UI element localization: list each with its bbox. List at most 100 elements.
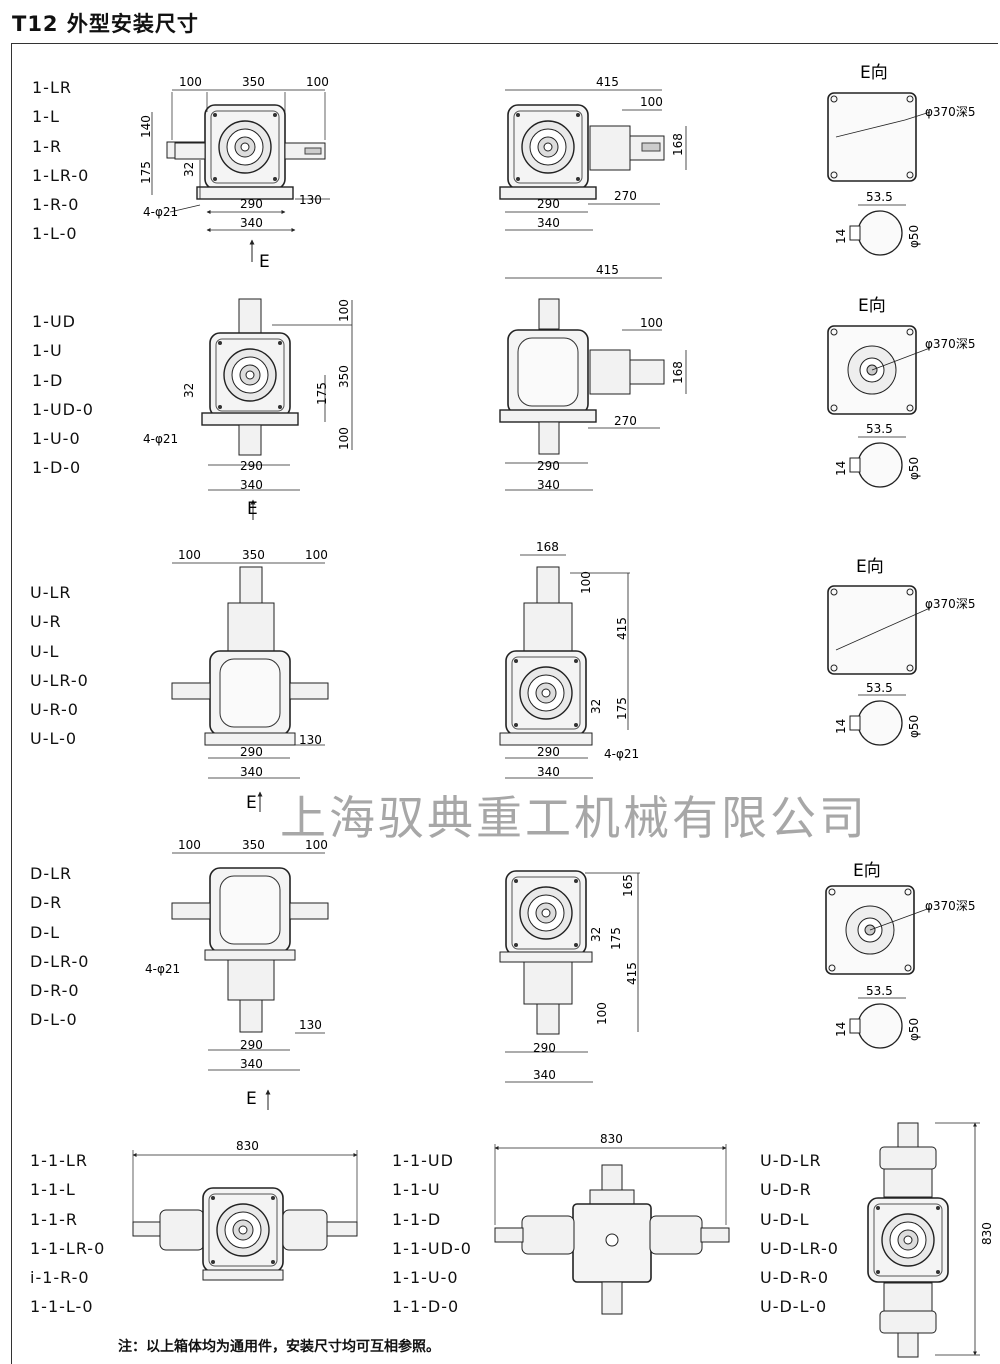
dim-text: 290 [240,1038,263,1052]
model-list-1: 1-LR 1-L 1-R 1-LR-0 1-R-0 1-L-0 [32,73,89,249]
model-label: U-D-L [760,1209,810,1229]
model-label: i-1-R-0 [30,1268,90,1288]
dim-text: 100 [595,1002,609,1025]
dim-text: 53.5 [866,190,893,204]
e-arrow-label: E [246,793,257,813]
dim-text: 100 [579,571,593,594]
e-view-title: E向 [856,557,884,577]
model-label: 1-1-LR-0 [30,1238,106,1258]
dim-text: 165 [621,874,635,897]
dim-text: 830 [980,1222,994,1245]
company-watermark: 上海驭典重工机械有限公司 [280,791,868,845]
drawing-3-side: 168 100 415 32 175 4-φ21 290 340 [499,540,639,779]
e-arrow-label: E [246,1089,257,1109]
model-label: 1-1-L-0 [30,1297,94,1317]
model-label: D-LR-0 [30,951,90,971]
dim-text: 4-φ21 [145,962,180,976]
dim-text: φ50 [907,715,921,738]
dim-text: 175 [139,161,153,184]
model-label: U-R [30,612,62,632]
model-label: D-L-0 [30,1010,78,1030]
model-list-7: U-D-LR U-D-R U-D-L U-D-LR-0 U-D-R-0 U-D-… [760,1146,839,1322]
dim-text: φ50 [907,457,921,480]
drawing-4-side: 165 32 175 415 100 290 340 [499,870,640,1083]
drawing-4-eview: E向 φ370深5 53.5 14 φ50 [825,861,975,1049]
dim-text: 340 [240,1057,263,1071]
model-label: 1-LR-0 [32,165,90,185]
model-label: U-L [30,641,60,661]
dim-text: 130 [299,733,322,747]
e-view-title: E向 [860,63,888,83]
dim-text: 100 [305,838,328,852]
dim-text: 100 [337,427,351,450]
model-label: U-D-R [760,1180,812,1200]
drawing-1-eview: E向 φ370深5 53.5 14 φ50 [827,63,975,256]
model-list-5: 1-1-LR 1-1-L 1-1-R 1-1-LR-0 i-1-R-0 1-1-… [30,1146,105,1322]
dim-text: 270 [614,414,637,428]
footnote: 注：以上箱体均为通用件，安装尺寸均可互相参照。 [118,1339,440,1355]
model-label: 1-R [32,136,63,156]
model-label: 1-1-U-0 [392,1268,459,1288]
model-label: U-D-R-0 [760,1268,829,1288]
e-arrow-label: E [259,252,270,272]
model-label: 1-D-0 [32,458,82,478]
dim-text: 415 [615,617,629,640]
dim-text: 415 [596,263,619,277]
model-label: 1-R-0 [32,195,80,215]
model-label: 1-U-0 [32,429,81,449]
bolt-circle-text: φ370深5 [925,105,975,119]
dim-text: 168 [671,361,685,384]
model-label: U-R-0 [30,700,79,720]
model-label: D-L [30,922,61,942]
dim-text: 53.5 [866,681,893,695]
dim-text: φ50 [907,225,921,248]
dim-text: 340 [533,1068,556,1082]
dim-text: 175 [615,697,629,720]
dim-text: 32 [589,699,603,714]
dim-text: 830 [236,1139,259,1153]
drawing-1-side: 415 100 168 290 270 340 [499,75,687,231]
dim-text: 340 [537,765,560,779]
dim-text: 100 [179,75,202,89]
dim-text: 32 [182,383,196,398]
dim-text: 4-φ21 [143,205,178,219]
dim-text: 4-φ21 [604,747,639,761]
dim-text: 32 [182,162,196,177]
dim-text: 14 [834,719,848,734]
drawing-5a: 830 [132,1139,358,1281]
dim-text: 290 [240,197,263,211]
bolt-circle-text: φ370深5 [925,337,975,351]
dim-text: 350 [337,365,351,388]
page-title: T12 外型安装尺寸 [12,12,199,36]
model-label: 1-L [32,107,60,127]
model-label: D-LR [30,864,73,883]
dim-text: 168 [536,540,559,554]
model-label: 1-1-D-0 [392,1297,460,1317]
model-label: U-D-LR [760,1151,822,1170]
model-label: D-R-0 [30,981,80,1001]
dim-text: 340 [240,765,263,779]
model-label: 1-D [32,370,64,390]
dim-text: 100 [337,299,351,322]
dim-text: 290 [240,459,263,473]
dim-text: 415 [625,962,639,985]
model-label: 1-1-UD-0 [392,1238,472,1258]
bolt-circle-text: φ370深5 [925,899,975,913]
model-label: 1-UD [32,312,76,331]
dim-text: 340 [240,478,263,492]
model-label: 1-1-D [392,1209,442,1229]
dim-text: 830 [600,1132,623,1146]
drawing-3-eview: E向 φ370深5 53.5 14 φ50 [827,557,975,746]
dim-text: 53.5 [866,984,893,998]
dim-text: 100 [178,548,201,562]
model-label: U-LR-0 [30,670,89,690]
dim-text: 130 [299,1018,322,1032]
model-label: U-L-0 [30,729,78,749]
dim-text: 53.5 [866,422,893,436]
model-label: 1-1-UD [392,1151,454,1170]
model-label: 1-LR [32,78,72,97]
dim-text: 14 [834,229,848,244]
drawing-4-front: 100 350 100 4-φ21 290 130 340 E [145,838,329,1110]
dim-text: 100 [640,316,663,330]
